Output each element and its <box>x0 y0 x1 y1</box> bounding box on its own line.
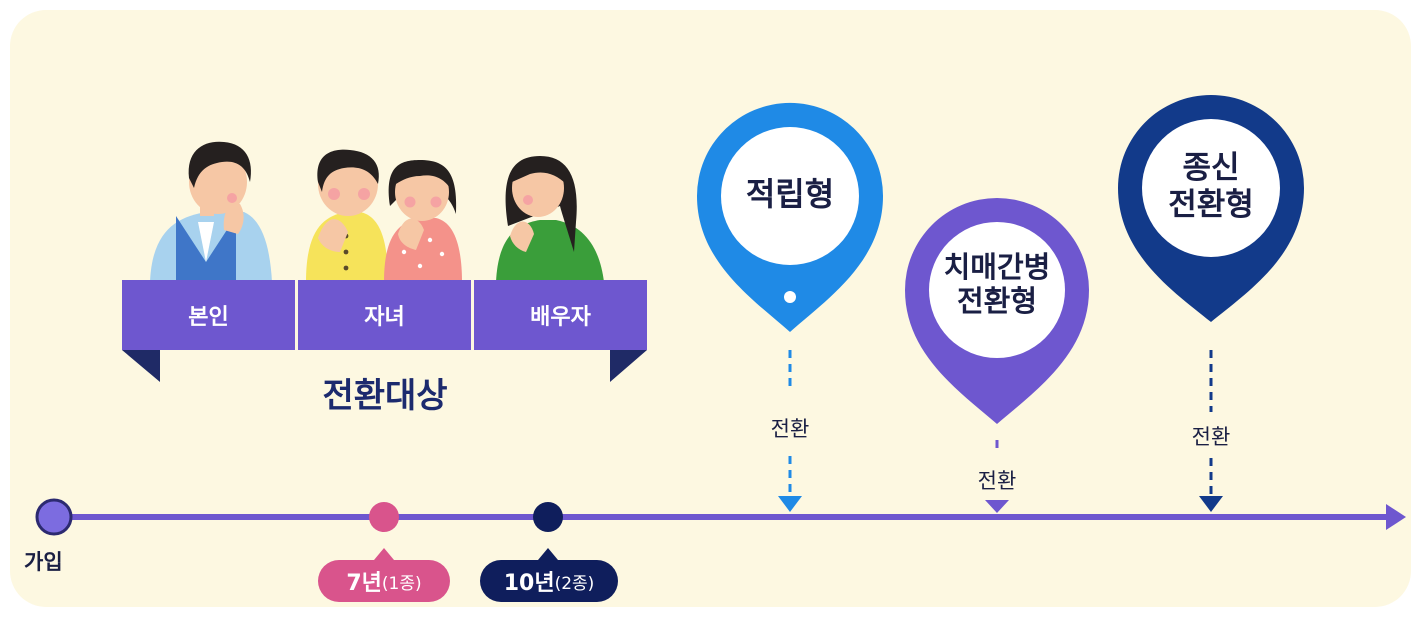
conversion-label-lifetime: 전환 <box>1176 419 1246 453</box>
connector-lifetime <box>1199 350 1223 512</box>
timeline-axis <box>56 504 1406 530</box>
connector-savings <box>778 350 802 512</box>
person-spouse-illustration <box>496 156 604 282</box>
year7-badge: 7년(1종) <box>318 560 450 602</box>
year10-badge: 10년(2종) <box>480 560 618 602</box>
pin-dementia-label: 치매간병 전환형 <box>943 250 1051 319</box>
pin-lifetime-label: 종신 전환형 <box>1168 150 1254 223</box>
conversion-label-savings: 전환 <box>755 411 825 445</box>
person-child-boy-illustration <box>306 149 388 282</box>
timeline-start-label: 가입 <box>24 550 63 574</box>
target-spouse-label: 배우자 <box>530 305 591 330</box>
pin-lifetime <box>1118 95 1304 322</box>
pin-dementia <box>905 198 1089 424</box>
person-child-girl-illustration <box>384 160 462 282</box>
banner-right-fold <box>610 350 647 382</box>
timeline-year7-marker <box>369 502 399 532</box>
pin-savings <box>697 102 884 332</box>
connector-dementia <box>985 440 1009 513</box>
timeline-start-marker <box>35 498 73 536</box>
targets-title: 전환대상 <box>322 376 448 416</box>
target-spouse: 배우자 <box>474 280 647 350</box>
target-child-label: 자녀 <box>364 305 405 330</box>
year7-badge-pointer <box>374 548 394 560</box>
banner-left-fold <box>122 350 160 382</box>
target-child: 자녀 <box>298 280 471 350</box>
year10-badge-pointer <box>538 548 558 560</box>
conversion-label-dementia: 전환 <box>962 463 1032 497</box>
person-self-illustration <box>150 141 272 282</box>
target-self-label: 본인 <box>188 305 229 330</box>
timeline-year10-marker <box>533 502 563 532</box>
target-self: 본인 <box>122 280 295 350</box>
pin-savings-label: 적립형 <box>745 175 835 213</box>
